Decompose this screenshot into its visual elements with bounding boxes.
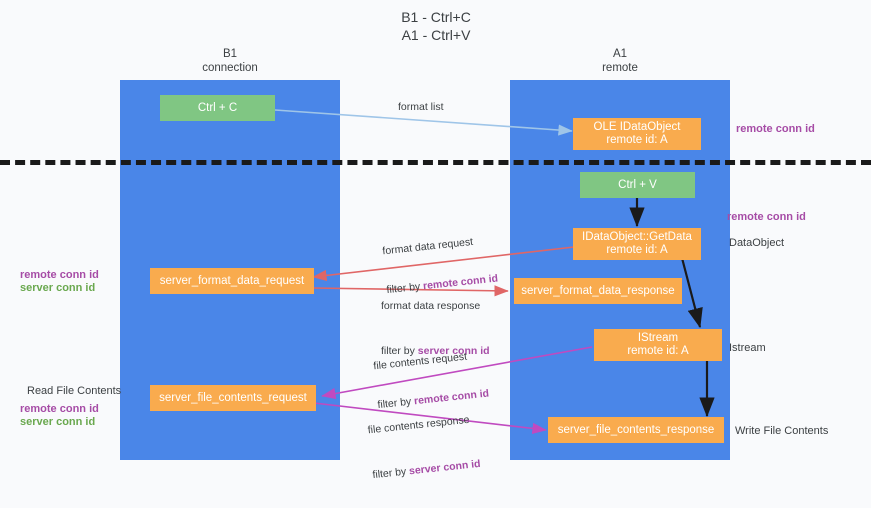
box-server-file-contents-response[interactable]: server_file_contents_response (548, 417, 724, 443)
annotation-istream: Istream (729, 342, 766, 354)
section-divider (0, 160, 871, 165)
box-server-format-data-request[interactable]: server_format_data_request (150, 268, 314, 294)
format-data-response-text: format data response (381, 300, 481, 312)
annotation-left-server-conn-id: server conn id (20, 282, 96, 294)
box-idataobject-getdata-line1: IDataObject::GetData (582, 231, 692, 243)
box-istream[interactable]: IStream remote id: A (594, 329, 722, 361)
box-istream-line1: IStream (637, 332, 679, 344)
box-ole-idataobject[interactable]: OLE IDataObject remote id: A (573, 118, 701, 150)
box-ctrl-v[interactable]: Ctrl + V (580, 172, 695, 198)
format-data-response-filter-prefix: filter by (381, 345, 418, 357)
diagram-canvas: B1 - Ctrl+C A1 - Ctrl+V B1 connection A1… (0, 9, 871, 481)
column-header-a1-role: remote (602, 62, 638, 74)
arrow-label-file-contents-response: file contents response filter by server … (365, 387, 484, 508)
annotation-read-file-contents: Read File Contents (27, 385, 122, 397)
box-ole-idataobject-line1: OLE IDataObject (593, 121, 681, 133)
diagram-title-line1: B1 - Ctrl+C (401, 9, 471, 25)
file-contents-response-text: file contents response (367, 413, 471, 437)
diagram-title-line2: A1 - Ctrl+V (401, 27, 471, 43)
format-data-response-filter-key: server conn id (417, 345, 490, 357)
box-idataobject-getdata-line2: remote id: A (606, 244, 668, 256)
annotation-left-server-conn-id-2: server conn id (20, 416, 96, 428)
arrow-label-format-data-response: format data response filter by server co… (381, 274, 490, 384)
arrow-label-format-list: format list (398, 101, 444, 113)
annotation-remote-conn-id-mid: remote conn id (727, 211, 806, 223)
annotation-write-file-contents: Write File Contents (735, 425, 829, 437)
format-data-request-text: format data request (381, 235, 474, 258)
box-server-file-contents-request[interactable]: server_file_contents_request (150, 385, 316, 411)
file-contents-response-filter-key: server conn id (408, 457, 482, 478)
annotation-left-remote-conn-id: remote conn id (20, 269, 99, 281)
box-server-format-data-response[interactable]: server_format_data_response (514, 278, 682, 304)
annotation-left-remote-conn-id-2: remote conn id (20, 403, 99, 415)
file-contents-request-text: file contents request (372, 350, 468, 373)
column-header-b1-name: B1 (222, 48, 238, 60)
column-header-a1-name: A1 (612, 48, 628, 60)
box-istream-line2: remote id: A (627, 345, 689, 357)
box-idataobject-getdata[interactable]: IDataObject::GetData remote id: A (573, 228, 701, 260)
column-header-b1-role: connection (202, 62, 258, 74)
file-contents-response-filter-prefix: filter by (371, 465, 410, 482)
box-ctrl-c[interactable]: Ctrl + C (160, 95, 275, 121)
annotation-dataobject: DataObject (729, 237, 785, 249)
annotation-remote-conn-id-top: remote conn id (736, 123, 815, 135)
box-ole-idataobject-line2: remote id: A (606, 134, 668, 146)
